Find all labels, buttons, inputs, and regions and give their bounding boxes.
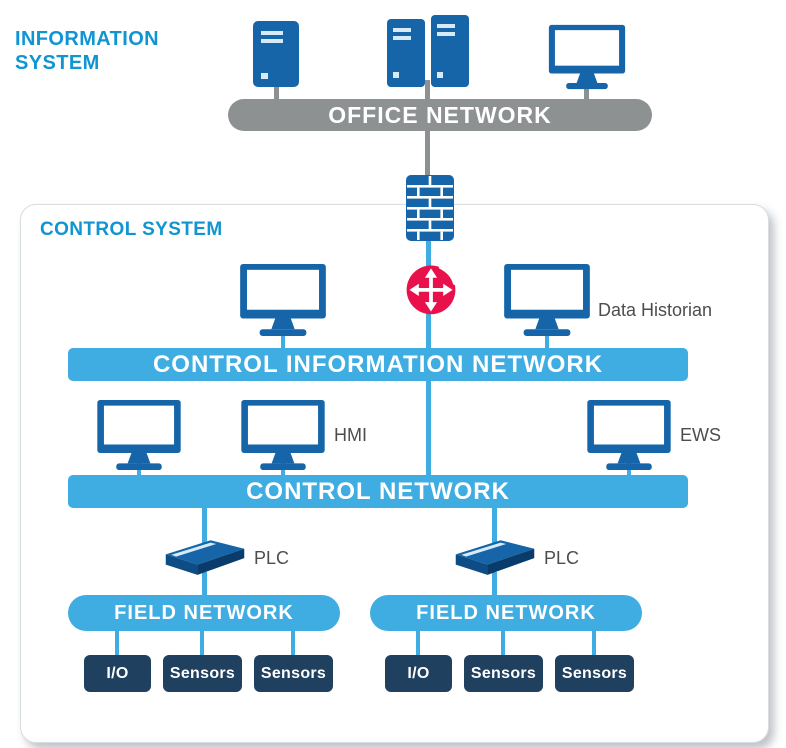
- field-network-bar-right: FIELD NETWORK: [370, 595, 642, 631]
- sensors-box-left-2: Sensors: [254, 655, 333, 692]
- connector-line-server-office: [274, 80, 279, 102]
- connector-line-historian-cin: [545, 330, 549, 350]
- connector-line-plc-field-right: [492, 572, 497, 598]
- router-icon: [401, 258, 461, 318]
- sensors-box-right-2: Sensors: [555, 655, 634, 692]
- connector-line-field-io-left: [115, 629, 119, 657]
- connector-line-monitor-cin: [281, 330, 285, 350]
- information-system-label-line2: SYSTEM: [15, 52, 100, 74]
- connector-line-field-sensors-right1: [501, 629, 505, 657]
- io-box-left: I/O: [84, 655, 151, 692]
- ews-monitor-icon: [586, 399, 672, 471]
- sensors-box-left-1: Sensors: [163, 655, 242, 692]
- plc-label-right: PLC: [544, 548, 580, 568]
- office-pc-monitor-icon: [548, 24, 626, 90]
- hmi-monitor-icon: [240, 399, 326, 471]
- plc-icon-right: [452, 538, 538, 580]
- office-network-bar: OFFICE NETWORK: [228, 99, 652, 131]
- connector-line-field-sensors-right2: [592, 629, 596, 657]
- connector-line-field-sensors-left2: [291, 629, 295, 657]
- connector-line-pc-office: [584, 82, 589, 102]
- connector-line-servers-office: [425, 80, 430, 102]
- connector-line-field-sensors-left1: [200, 629, 204, 657]
- io-box-right: I/O: [385, 655, 452, 692]
- server-icon: [252, 20, 300, 88]
- information-system-label: INFORMATION SYSTEM: [15, 27, 159, 75]
- connector-line-field-io-right: [416, 629, 420, 657]
- ews-label: EWS: [680, 425, 722, 445]
- connector-line-plc-field-left: [202, 572, 207, 598]
- connector-line-office-firewall: [425, 131, 430, 177]
- control-information-network-bar: CONTROL INFORMATION NETWORK: [68, 348, 688, 381]
- control-system-panel: [20, 204, 769, 743]
- connector-line-cin-control: [426, 379, 431, 476]
- firewall-icon: [406, 175, 454, 241]
- data-historian-monitor-icon: [503, 263, 591, 337]
- plc-label-left: PLC: [254, 548, 290, 568]
- data-historian-label: Data Historian: [598, 300, 713, 320]
- control-system-label: CONTROL SYSTEM: [40, 219, 223, 240]
- connector-line-control-plc-right: [492, 508, 497, 550]
- hmi-label: HMI: [334, 425, 367, 445]
- connector-line-control-plc-left: [202, 508, 207, 550]
- operator-monitor-icon: [96, 399, 182, 471]
- server-rack-icon: [386, 14, 470, 88]
- field-network-bar-left: FIELD NETWORK: [68, 595, 340, 631]
- control-network-bar: CONTROL NETWORK: [68, 475, 688, 508]
- sensors-box-right-1: Sensors: [464, 655, 543, 692]
- information-system-label-line1: INFORMATION: [15, 28, 160, 50]
- plc-icon-left: [162, 538, 248, 580]
- workstation-monitor-icon: [239, 263, 327, 337]
